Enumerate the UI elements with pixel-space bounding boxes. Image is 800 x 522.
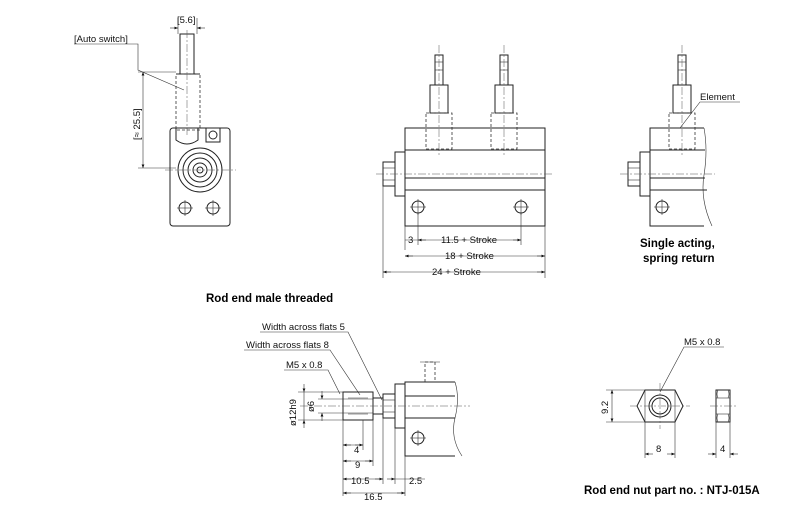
side-view: [5.6] [Auto switch] [≈ 25.5]	[74, 15, 236, 227]
rod-end-nut-view: M5 x 0.8 9.2 8 4 Rod end nut part	[584, 337, 760, 497]
element-label: Element	[700, 92, 735, 103]
dim-18-stroke-label: 18 + Stroke	[445, 251, 494, 262]
m5-thread-label: M5 x 0.8	[286, 360, 322, 371]
nut-m5-label: M5 x 0.8	[684, 337, 720, 348]
dim-25-5-label: [≈ 25.5]	[132, 108, 143, 140]
nut-dim-8-label: 8	[656, 444, 661, 455]
dim-3-label: 3	[408, 235, 413, 246]
rod-end-detail: Width across flats 5 Width across flats …	[244, 322, 470, 503]
front-view: 3 11.5 + Stroke 18 + Stroke 24 + Stroke	[376, 45, 552, 278]
rod-end-male-threaded-heading: Rod end male threaded	[206, 293, 333, 305]
nut-part-no-label: Rod end nut part no. : NTJ-015A	[584, 485, 760, 497]
dim-9-label: 9	[355, 460, 360, 471]
nut-dim-4-label: 4	[720, 444, 725, 455]
dim-4-label: 4	[354, 445, 359, 456]
dim-16-5-label: 16.5	[364, 492, 383, 503]
dim-2-5-label: 2.5	[409, 476, 422, 487]
auto-switch-label: [Auto switch]	[74, 34, 128, 45]
dim-24-stroke-label: 24 + Stroke	[432, 267, 481, 278]
width-flats-8-label: Width across flats 8	[246, 340, 329, 351]
width-flats-5-label: Width across flats 5	[262, 322, 345, 333]
dim-5-6-label: [5.6]	[177, 15, 196, 26]
dia-6-label: ø6	[306, 401, 317, 412]
single-acting-line1: Single acting,	[640, 238, 715, 250]
single-acting-view: Element Single acting, spring return	[620, 45, 740, 265]
dim-11-5-stroke-label: 11.5 + Stroke	[441, 235, 497, 246]
dia-12h9-label: ø12h9	[288, 399, 299, 426]
single-acting-line2: spring return	[643, 253, 715, 265]
dim-10-5-label: 10.5	[351, 476, 370, 487]
dim-9-2-label: 9.2	[600, 401, 611, 414]
